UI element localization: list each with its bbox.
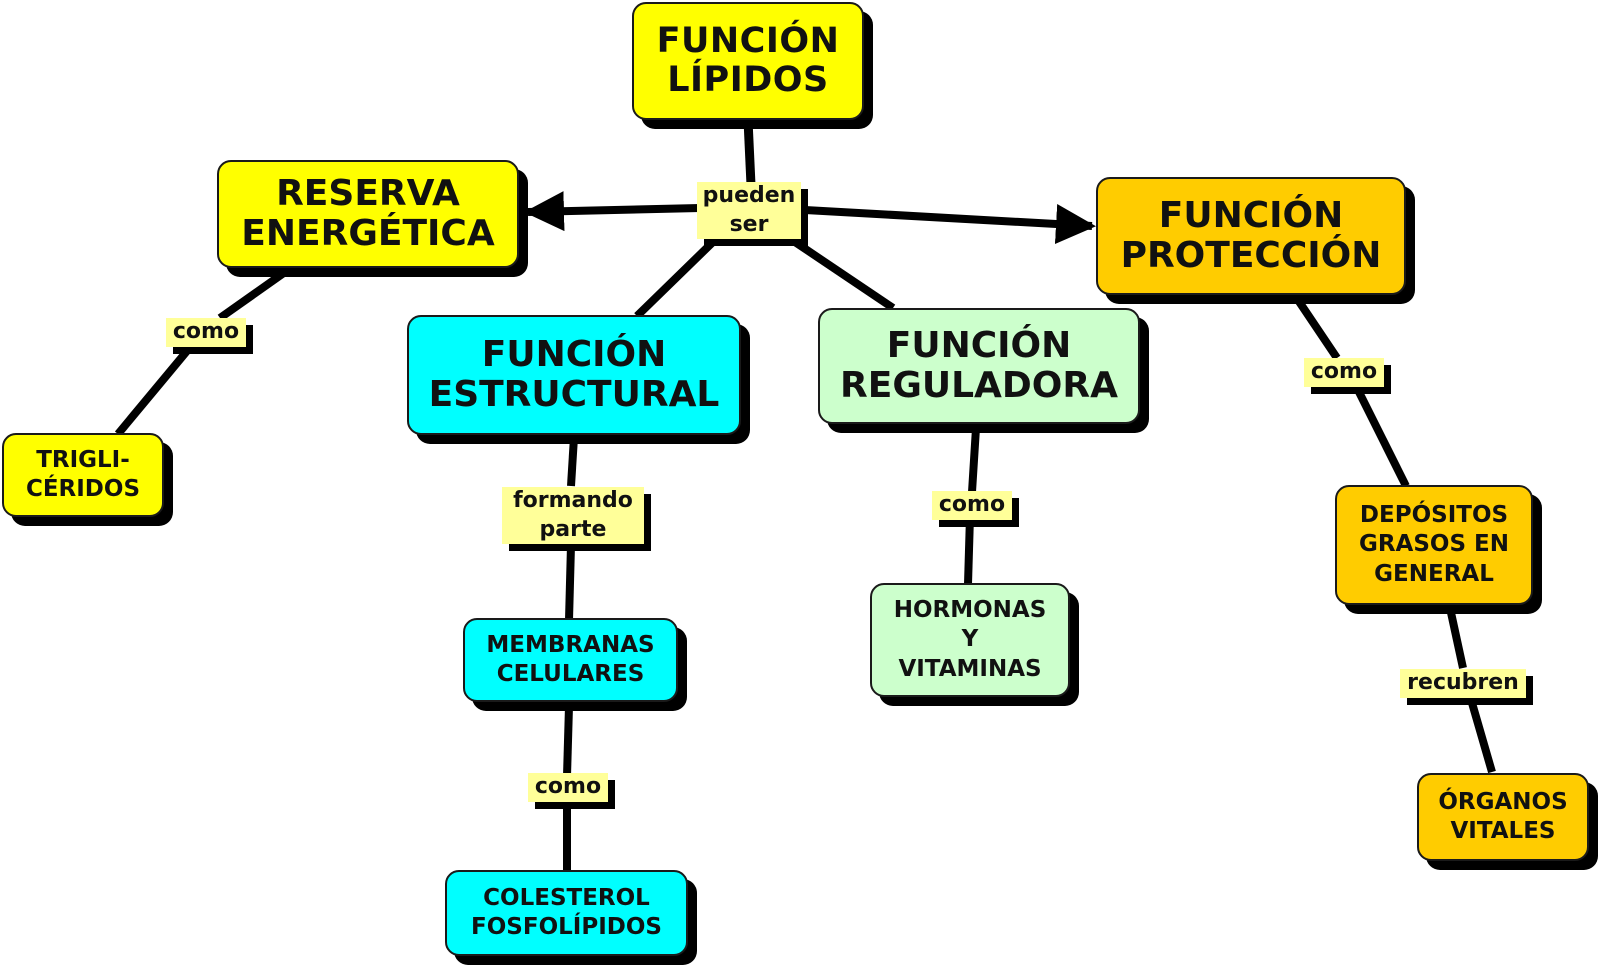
link-pueden-ser-line-1: pueden [702,183,796,208]
node-organos-vitales[interactable]: ÓRGANOS VITALES [1417,773,1589,861]
node-membranas-celulares[interactable]: MEMBRANAS CELULARES [463,618,678,702]
node-depositos-grasos-line-3: GENERAL [1374,560,1494,587]
node-organos-vitales-line-2: VITALES [1450,818,1556,844]
node-funcion-reguladora[interactable]: FUNCIÓN REGULADORA [818,308,1140,424]
node-reserva-energetica-line-1: RESERVA [276,172,460,214]
edge-formando-parte-membranas [565,544,575,621]
link-como-membranas[interactable]: como [528,773,608,802]
link-formando-parte[interactable]: formando parte [502,487,644,545]
node-colesterol-fosfolipidos[interactable]: COLESTEROL FOSFOLÍPIDOS [445,870,688,956]
edge-como-depositos [1351,382,1410,488]
edge-root-pueden-ser [743,119,756,186]
link-como-reserva-label: como [172,319,240,344]
link-recubren-label: recubren [1407,670,1519,695]
node-hormonas-vitaminas[interactable]: HORMONAS Y VITAMINAS [870,583,1070,697]
link-como-proteccion-label: como [1310,359,1378,384]
node-trigliceridos-line-2: CÉRIDOS [25,476,141,502]
node-funcion-proteccion-line-1: FUNCIÓN [1158,194,1344,236]
edge-membranas-como [563,705,573,777]
link-como-proteccion[interactable]: como [1304,358,1384,387]
edge-como-trigliceridos [114,342,196,437]
node-depositos-grasos-line-1: DEPÓSITOS [1359,501,1509,528]
node-funcion-estructural-line-1: FUNCIÓN [481,333,667,375]
link-pueden-ser[interactable]: pueden ser [697,182,801,240]
edge-reguladora-como [968,427,980,493]
link-como-reguladora-label: como [938,492,1006,517]
node-hormonas-vitaminas-line-1: HORMONAS [893,596,1047,623]
node-trigliceridos-line-1: TRIGLI- [36,446,130,473]
node-funcion-estructural-line-2: ESTRUCTURAL [428,374,720,415]
node-depositos-grasos-line-2: GRASOS EN [1358,531,1510,558]
edge-proteccion-como [1294,297,1341,361]
node-funcion-estructural[interactable]: FUNCIÓN ESTRUCTURAL [407,315,741,435]
link-formando-parte-line-1: formando [513,488,633,513]
node-organos-vitales-line-1: ÓRGANOS [1438,788,1568,815]
node-reserva-energetica[interactable]: RESERVA ENERGÉTICA [217,160,519,268]
link-como-reserva[interactable]: como [166,318,246,347]
node-membranas-celulares-line-1: MEMBRANAS [486,631,655,658]
link-como-membranas-label: como [534,774,602,799]
edge-pueden-ser-reguladora [792,238,896,312]
edge-reserva-como [217,266,291,322]
node-funcion-lipidos-line-2: LÍPIDOS [667,60,829,100]
edge-recubren-organos [1466,694,1496,774]
edge-estructural-formando-parte [567,436,578,487]
node-membranas-celulares-line-2: CELULARES [496,661,645,687]
node-funcion-proteccion[interactable]: FUNCIÓN PROTECCIÓN [1096,177,1406,295]
edge-pueden-ser-reserva [524,191,701,232]
link-formando-parte-line-2: parte [539,516,607,542]
edge-pueden-ser-estructural [634,237,718,319]
node-reserva-energetica-line-2: ENERGÉTICA [241,213,495,254]
node-funcion-reguladora-line-2: REGULADORA [840,365,1118,406]
link-pueden-ser-line-2: ser [729,211,769,237]
node-hormonas-vitaminas-line-3: VITAMINAS [898,655,1042,682]
node-trigliceridos[interactable]: TRIGLI- CÉRIDOS [2,433,164,517]
node-funcion-lipidos[interactable]: FUNCIÓN LÍPIDOS [632,2,864,120]
edge-depositos-recubren [1446,607,1467,669]
edge-como-hormonas [964,515,974,585]
node-colesterol-fosfolipidos-line-1: COLESTEROL [483,884,650,911]
node-funcion-reguladora-line-1: FUNCIÓN [886,324,1072,366]
node-funcion-proteccion-line-2: PROTECCIÓN [1120,235,1382,276]
edge-pueden-ser-proteccion [804,204,1096,244]
node-hormonas-vitaminas-line-2: Y [961,626,979,653]
link-como-reguladora[interactable]: como [932,491,1012,520]
link-recubren[interactable]: recubren [1400,669,1526,698]
node-funcion-lipidos-line-1: FUNCIÓN [656,20,840,61]
node-depositos-grasos[interactable]: DEPÓSITOS GRASOS EN GENERAL [1335,485,1533,605]
node-colesterol-fosfolipidos-line-2: FOSFOLÍPIDOS [471,914,662,940]
